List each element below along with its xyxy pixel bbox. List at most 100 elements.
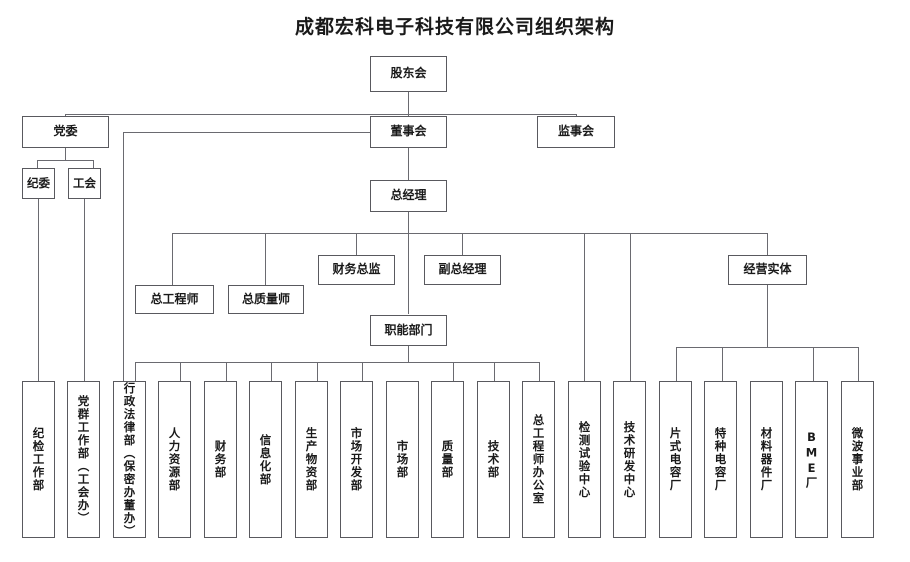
leaf-informatization-dept[interactable]: 信息化部 — [249, 381, 282, 538]
node-label: 副总经理 — [438, 262, 487, 277]
node-functional-departments[interactable]: 职能部门 — [370, 315, 447, 346]
connector-entity-bus — [676, 347, 859, 349]
node-supervisors[interactable]: 监事会 — [537, 116, 615, 148]
connector-entity-drop-1 — [676, 347, 678, 381]
connector-functional-down — [408, 346, 410, 363]
leaf-label: 财务部 — [213, 440, 228, 479]
leaf-special-capacitor-plant[interactable]: 特种电容厂 — [704, 381, 737, 538]
leaf-label: 市场开发部 — [349, 427, 364, 492]
node-cfo[interactable]: 财务总监 — [318, 255, 395, 285]
leaf-production-materials-dept[interactable]: 生产物资部 — [295, 381, 328, 538]
leaf-label: 人力资源部 — [167, 427, 182, 492]
connector-board-left-down — [123, 132, 125, 381]
connector-gm-to-cfo — [356, 233, 358, 255]
node-general-manager[interactable]: 总经理 — [370, 180, 447, 212]
leaf-label: 特种电容厂 — [713, 427, 728, 492]
page-title: 成都宏科电子科技有限公司组织架构 — [294, 16, 615, 38]
leaf-label: 质量部 — [440, 440, 455, 479]
leaf-quality-dept[interactable]: 质量部 — [431, 381, 464, 538]
node-board[interactable]: 董事会 — [370, 116, 447, 148]
leaf-label: 党群工作部（工会办） — [76, 394, 91, 525]
leaf-marketing-dept[interactable]: 市场部 — [386, 381, 419, 538]
connector-functional-drop-5 — [317, 362, 319, 381]
connector-level2-bus — [65, 114, 577, 116]
leaf-label: 总工程师办公室 — [531, 414, 546, 505]
leaf-market-development-dept[interactable]: 市场开发部 — [340, 381, 373, 538]
node-label: 董事会 — [390, 124, 427, 139]
node-chief-engineer[interactable]: 总工程师 — [135, 285, 214, 314]
connector-discipline-to-leaf — [38, 198, 40, 381]
node-label: 总质量师 — [241, 291, 290, 306]
leaf-chip-capacitor-plant[interactable]: 片式电容厂 — [659, 381, 692, 538]
leaf-label: 信息化部 — [258, 433, 273, 486]
node-union[interactable]: 工会 — [68, 168, 101, 199]
node-discipline-committee[interactable]: 纪委 — [22, 168, 55, 199]
node-deputy-general-manager[interactable]: 副总经理 — [424, 255, 501, 285]
leaf-materials-components-plant[interactable]: 材料器件厂 — [750, 381, 783, 538]
leaf-testing-center[interactable]: 检测试验中心 — [568, 381, 601, 538]
leaf-discipline-work-dept[interactable]: 纪检工作部 — [22, 381, 55, 538]
leaf-party-mass-work-dept[interactable]: 党群工作部（工会办） — [67, 381, 100, 538]
node-label: 总工程师 — [150, 291, 199, 306]
connector-entity-drop-3 — [813, 347, 815, 381]
connector-functional-bus — [135, 362, 540, 364]
leaf-admin-legal-dept[interactable]: 行政法律部（保密办董办） — [113, 381, 146, 538]
leaf-label: 检测试验中心 — [577, 420, 592, 499]
leaf-rnd-center[interactable]: 技术研发中心 — [613, 381, 646, 538]
leaf-label: 微波事业部 — [850, 427, 865, 492]
leaf-label: 市场部 — [395, 440, 410, 479]
node-label: 股东会 — [390, 66, 427, 81]
connector-gm-to-chief-engineer — [172, 233, 174, 285]
connector-functional-drop-6 — [362, 362, 364, 381]
node-business-entity[interactable]: 经营实体 — [728, 255, 807, 285]
connector-entity-down — [767, 285, 769, 348]
connector-to-discipline — [37, 160, 39, 169]
leaf-label: 生产物资部 — [304, 427, 319, 492]
connector-gm-down — [408, 212, 410, 234]
leaf-chief-engineer-office[interactable]: 总工程师办公室 — [522, 381, 555, 538]
connector-functional-drop-3 — [226, 362, 228, 381]
connector-gm-to-functional — [408, 233, 410, 314]
node-party-committee[interactable]: 党委 — [22, 116, 109, 148]
connector-gm-to-rnd-center — [630, 233, 632, 381]
connector-board-left-branch — [123, 132, 385, 134]
connector-union-to-leaf — [84, 198, 86, 381]
connector-entity-drop-4 — [858, 347, 860, 381]
connector-to-union — [93, 160, 95, 169]
leaf-label: 片式电容厂 — [668, 427, 683, 492]
connector-functional-drop-2 — [180, 362, 182, 381]
connector-functional-drop-8 — [494, 362, 496, 381]
leaf-bme-plant[interactable]: BME厂 — [795, 381, 828, 538]
connector-functional-drop-1 — [135, 362, 137, 381]
connector-party-down — [65, 148, 67, 161]
leaf-label: BME厂 — [804, 429, 819, 490]
node-label: 总经理 — [390, 188, 427, 203]
connector-shareholders-down — [408, 92, 410, 115]
node-label: 工会 — [73, 175, 96, 190]
node-shareholders[interactable]: 股东会 — [370, 56, 447, 92]
connector-gm-to-business-entity — [767, 233, 769, 255]
leaf-finance-dept[interactable]: 财务部 — [204, 381, 237, 538]
leaf-label: 技术研发中心 — [622, 420, 637, 499]
connector-functional-drop-9 — [539, 362, 541, 381]
connector-gm-to-chief-quality — [265, 233, 267, 285]
leaf-microwave-division[interactable]: 微波事业部 — [841, 381, 874, 538]
connector-entity-drop-2 — [722, 347, 724, 381]
connector-functional-drop-7 — [453, 362, 455, 381]
node-label: 经营实体 — [743, 262, 792, 277]
node-label: 职能部门 — [384, 322, 433, 337]
leaf-label: 行政法律部（保密办董办） — [122, 381, 137, 538]
connector-party-bus — [37, 160, 94, 162]
node-label: 纪委 — [27, 175, 50, 190]
node-label: 监事会 — [557, 124, 594, 139]
node-chief-quality-officer[interactable]: 总质量师 — [228, 285, 304, 314]
connector-gm-bus — [172, 233, 768, 235]
connector-gm-to-deputy-gm — [462, 233, 464, 255]
node-label: 党委 — [53, 124, 78, 139]
connector-board-to-gm — [408, 148, 410, 180]
leaf-hr-dept[interactable]: 人力资源部 — [158, 381, 191, 538]
connector-functional-drop-4 — [271, 362, 273, 381]
leaf-technology-dept[interactable]: 技术部 — [477, 381, 510, 538]
leaf-label: 纪检工作部 — [31, 427, 46, 492]
